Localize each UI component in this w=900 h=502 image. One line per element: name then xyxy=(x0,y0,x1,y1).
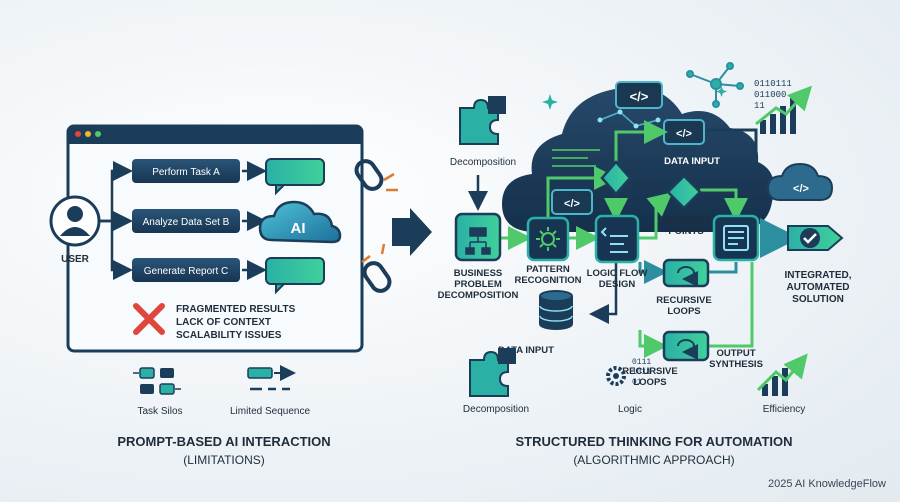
cloud-code-icon: </> xyxy=(766,162,834,201)
binary-bottom-2: 1011 xyxy=(632,368,651,377)
connector-to-recursive2 xyxy=(638,330,668,358)
logic-bottom-label: Logic xyxy=(618,404,642,415)
logic-flow-label-2: DESIGN xyxy=(599,279,636,290)
business-decomposition-node[interactable] xyxy=(454,212,502,262)
connector-pattern-input xyxy=(546,166,618,220)
output-synthesis-node[interactable] xyxy=(712,214,760,262)
connector-logic-decision xyxy=(638,192,673,240)
ai-cloud-icon xyxy=(258,200,342,244)
task-c-box[interactable]: Generate Report C xyxy=(132,258,240,282)
code-glyph: </> xyxy=(564,198,580,210)
transition-arrow-icon xyxy=(392,208,432,256)
decomposition-top-label: Decomposition xyxy=(450,157,516,168)
connector-logic-datainput xyxy=(589,262,618,324)
check-circle-icon xyxy=(787,225,844,251)
chat-bubble-icon xyxy=(265,158,325,196)
puzzle-icon xyxy=(459,96,506,145)
user-label: USER xyxy=(61,254,90,265)
pattern-label-1: PATTERN xyxy=(526,264,570,275)
limited-sequence-label: Limited Sequence xyxy=(230,406,310,417)
decision-label-1: DECISION xyxy=(663,215,709,226)
error-x-icon xyxy=(133,303,165,335)
connector-decision-output xyxy=(700,188,748,222)
window-close-dot xyxy=(75,131,81,137)
connector-task-c xyxy=(100,219,133,280)
issue-context: LACK OF CONTEXT xyxy=(176,317,271,328)
integrated-label-2: AUTOMATED xyxy=(787,282,850,293)
business-label-1: BUSINESS xyxy=(454,268,503,279)
recursive2-label-1: RECURSIVE xyxy=(622,366,677,377)
code-glyph: </> xyxy=(793,183,809,195)
database-icon xyxy=(539,290,573,330)
decision-label-2: POINTS xyxy=(668,226,703,237)
right-title: STRUCTURED THINKING FOR AUTOMATION xyxy=(515,434,792,449)
broken-chain-icon xyxy=(354,159,398,293)
task-c-label: Generate Report C xyxy=(144,266,229,277)
task-a-box[interactable]: Perform Task A xyxy=(132,159,240,183)
efficiency-label: Efficiency xyxy=(763,404,806,415)
window-minimize-dot xyxy=(85,131,91,137)
task-silos-icon xyxy=(133,367,181,395)
business-label-3: DECOMPOSITION xyxy=(438,290,519,301)
left-title: PROMPT-BASED AI INTERACTION xyxy=(117,434,330,449)
left-subtitle: (LIMITATIONS) xyxy=(183,453,265,467)
data-input-bottom-label: DATA INPUT xyxy=(498,345,554,356)
issue-fragmented: FRAGMENTED RESULTS xyxy=(176,304,296,315)
task-a-label: Perform Task A xyxy=(152,167,220,178)
recursive-loops-node-2[interactable] xyxy=(662,330,710,362)
connector-logic-recursive xyxy=(638,260,668,284)
code-icon: </> xyxy=(615,81,663,109)
binary-line-2: 011000 xyxy=(754,90,786,100)
footer-credit: 2025 AI KnowledgeFlow xyxy=(767,478,886,490)
task-b-box[interactable]: Analyze Data Set B xyxy=(132,209,240,233)
code-icon: </> xyxy=(551,189,593,215)
pattern-label-2: RECOGNITION xyxy=(514,275,581,286)
sparkle-icon xyxy=(542,86,727,110)
code-glyph: </> xyxy=(676,128,692,140)
connector-code-right xyxy=(706,128,758,160)
ai-label: AI xyxy=(291,220,306,237)
task-silos-label: Task Silos xyxy=(137,406,182,417)
decomposition-bottom-label: Decomposition xyxy=(463,404,529,415)
integrated-label-1: INTEGRATED, xyxy=(784,270,851,281)
data-input-diamond[interactable] xyxy=(600,160,632,196)
binary-bottom-3: 01 xyxy=(632,378,642,387)
code-icon: </> xyxy=(663,119,705,145)
task-b-label: Analyze Data Set B xyxy=(143,217,230,228)
code-glyph: </> xyxy=(630,89,649,104)
integrated-label-3: SOLUTION xyxy=(792,294,844,305)
logic-flow-label-1: LOGIC FLOW xyxy=(587,268,648,279)
chat-bubble-icon xyxy=(265,257,325,295)
connector-recursive-output xyxy=(708,262,738,274)
binary-bottom-1: 0111 xyxy=(632,358,651,367)
binary-line-3: 11 xyxy=(754,101,765,111)
pattern-recognition-node[interactable] xyxy=(526,216,570,262)
recursive-loops-node[interactable] xyxy=(662,258,710,288)
user-avatar-icon xyxy=(49,195,101,247)
business-label-2: PROBLEM xyxy=(454,279,502,290)
recursive2-label-2: LOOPS xyxy=(633,377,666,388)
issue-scalability: SCALABILITY ISSUES xyxy=(176,330,282,341)
right-subtitle: (ALGORITHMIC APPROACH) xyxy=(573,453,734,467)
growth-chart-icon xyxy=(755,85,813,134)
decision-points-diamond[interactable] xyxy=(666,174,702,210)
efficiency-chart-icon xyxy=(756,353,808,396)
connector-recursive2-output xyxy=(708,262,754,348)
logic-flow-node[interactable] xyxy=(594,214,640,264)
limited-sequence-icon xyxy=(247,365,296,391)
data-input-top-label: DATA INPUT xyxy=(664,156,720,167)
output-label-2: SYNTHESIS xyxy=(709,359,763,370)
connector-input-code xyxy=(614,120,668,162)
network-icon xyxy=(686,62,744,108)
binary-line-1: 0110111 xyxy=(754,79,792,89)
puzzle-icon xyxy=(469,348,516,397)
recursive-label-1: RECURSIVE xyxy=(656,295,711,306)
gear-icon xyxy=(606,366,626,386)
window-maximize-dot xyxy=(95,131,101,137)
recursive-label-2: LOOPS xyxy=(667,306,700,317)
output-label-1: OUTPUT xyxy=(716,348,755,359)
